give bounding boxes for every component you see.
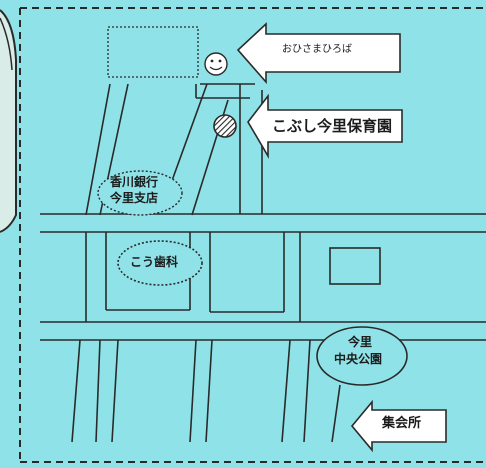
park-label-line2: 中央公園 (334, 352, 383, 366)
clinic-oval (117, 240, 203, 286)
clinic-label: こう歯科 (130, 255, 179, 269)
park-label-line1: 今里 (348, 335, 373, 349)
nursery-label: こぶし今里保育園 (272, 117, 393, 135)
building (329, 247, 381, 285)
bank-oval (97, 170, 183, 216)
hatched-circle-marker-icon (213, 114, 237, 138)
ohisama-arrow (236, 22, 401, 85)
ohisama-hiroba-label: おひさまひろば (282, 44, 352, 55)
smiley-face-icon (204, 52, 228, 76)
bank-label-line1: 香川銀行 (110, 175, 159, 189)
park-oval (316, 326, 408, 386)
bank-label-line2: 今里支店 (110, 191, 159, 205)
nursery-arrow (247, 93, 403, 159)
roads (40, 83, 486, 443)
left-edge-object (0, 9, 17, 233)
map-frame (19, 7, 486, 463)
empty-lot (107, 26, 199, 78)
hall-arrow (350, 399, 447, 453)
hall-label: 集会所 (382, 416, 422, 431)
